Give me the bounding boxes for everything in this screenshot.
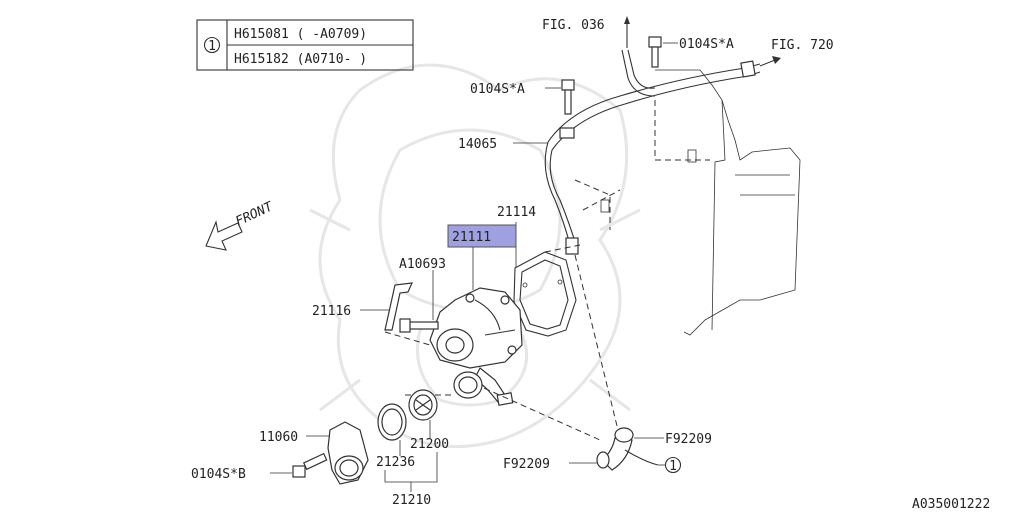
engine-block xyxy=(574,69,801,336)
pipe-14065 xyxy=(544,49,761,255)
highlight-21111[interactable] xyxy=(447,224,517,248)
bolt-a10693 xyxy=(399,318,439,333)
label-0104s-a-top: 0104S*A xyxy=(679,37,734,52)
front-arrow xyxy=(205,220,243,251)
diagram-id: A035001222 xyxy=(912,497,990,512)
label-11060: 11060 xyxy=(259,430,298,445)
gasket-21236 xyxy=(377,403,407,441)
label-21200: 21200 xyxy=(410,437,449,452)
label-f92209-right: F92209 xyxy=(665,432,712,447)
table-marker: 1 xyxy=(208,39,216,54)
water-pump-21111 xyxy=(429,287,523,406)
thermostat-cover-11060 xyxy=(327,421,369,485)
fig-720-ref[interactable]: FIG. 720 xyxy=(771,38,834,53)
bolt-0104s-a-left xyxy=(559,79,575,139)
label-21111[interactable]: 21111 xyxy=(452,230,491,245)
ref-marker: 1 xyxy=(669,459,677,474)
bolt-0104s-b xyxy=(292,452,328,478)
fig-arrows xyxy=(624,16,781,67)
fig-036-ref[interactable]: FIG. 036 xyxy=(542,18,605,33)
table-row-1: H615081 ( -A0709) xyxy=(234,27,367,42)
table-marker-circle xyxy=(203,36,221,54)
thermostat-21200 xyxy=(408,389,438,421)
front-label: FRONT xyxy=(233,199,276,230)
label-0104s-a-left: 0104S*A xyxy=(470,82,525,97)
gasket-21114 xyxy=(513,251,577,337)
bracket-21116 xyxy=(384,282,413,331)
label-f92209-left: F92209 xyxy=(503,457,550,472)
label-14065: 14065 xyxy=(458,137,497,152)
label-21236: 21236 xyxy=(376,455,415,470)
label-a10693: A10693 xyxy=(399,257,446,272)
bolt-0104s-a-top xyxy=(648,36,662,68)
part-number-table: 1 H615081 ( -A0709) H615182 (A0710- ) xyxy=(196,19,414,71)
hose-f92209 xyxy=(596,427,659,471)
label-21114: 21114 xyxy=(497,205,536,220)
label-0104s-b: 0104S*B xyxy=(191,467,246,482)
label-21210: 21210 xyxy=(392,493,431,508)
ref-marker-circle xyxy=(664,456,682,474)
label-21116: 21116 xyxy=(312,304,351,319)
table-row-2: H615182 (A0710- ) xyxy=(234,52,367,67)
